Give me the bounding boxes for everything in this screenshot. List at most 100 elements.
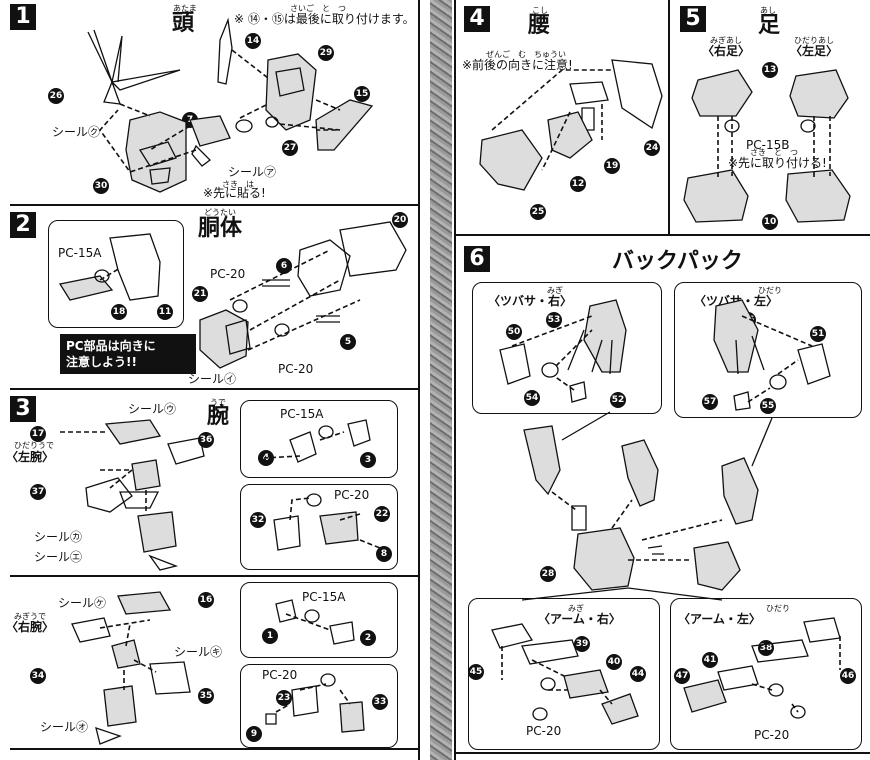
sticker-o-label: シール㋔ — [40, 720, 89, 734]
part-40: 40 — [606, 654, 622, 670]
part-12: 12 — [570, 176, 586, 192]
left-page-border — [418, 0, 420, 760]
pc20-label-bottom: PC-20 — [262, 668, 298, 682]
left-page: 1 あたま 頭 さいご と つ ※ ⑭・⑮は最後に取り付けます。 シール㋗ シー… — [0, 0, 430, 760]
left-arm-pc20-inset — [240, 484, 398, 570]
step6-number: 6 — [464, 246, 490, 272]
right-bottom-line — [454, 752, 870, 754]
part-3: 3 — [360, 452, 376, 468]
part-41: 41 — [702, 652, 718, 668]
pc15b-label: PC-15B — [746, 138, 790, 152]
arm-left-label: 〈アーム・左〉 — [678, 612, 761, 626]
part-24: 24 — [644, 140, 660, 156]
part-47: 47 — [674, 668, 690, 684]
right-page: 4 こし 腰 ぜんご む ちゅうい ※前後の向きに注意! 24 19 12 25… — [452, 0, 870, 760]
pc20-label-arm-right: PC-20 — [526, 724, 562, 738]
part-35: 35 — [198, 688, 214, 704]
right-foot-ruby: みぎあし — [710, 36, 742, 45]
sticker-ke-label: シール㋘ — [58, 596, 107, 610]
left-foot-ruby: ひだりあし — [794, 36, 834, 45]
part-34: 34 — [30, 668, 46, 684]
attach-first-ruby: さき と つ — [750, 148, 798, 157]
part-57: 57 — [702, 394, 718, 410]
sticker-i-label: シール㋑ — [188, 372, 237, 386]
step3-number: 3 — [10, 396, 36, 422]
part-28: 28 — [540, 566, 556, 582]
pc20-label-b: PC-20 — [278, 362, 314, 376]
part-46: 46 — [840, 668, 856, 684]
part-27: 27 — [282, 140, 298, 156]
part-11: 11 — [157, 304, 173, 320]
part-21: 21 — [192, 286, 208, 302]
step5-divider — [454, 234, 870, 236]
step2-title-ruby: どうたい — [204, 208, 236, 217]
part-33: 33 — [372, 694, 388, 710]
part-26: 26 — [48, 88, 64, 104]
part-2: 2 — [360, 630, 376, 646]
sticker-ka-label: シール㋕ — [34, 530, 83, 544]
part-39: 39 — [574, 636, 590, 652]
part-1: 1 — [262, 628, 278, 644]
part-13: 13 — [762, 62, 778, 78]
left-arm-label: 〈左腕〉 — [6, 450, 55, 464]
part-6: 6 — [276, 258, 292, 274]
part-8: 8 — [376, 546, 392, 562]
right-arm-ruby: みぎうで — [14, 612, 46, 621]
step4-title: 腰 — [528, 13, 551, 38]
part-53: 53 — [546, 312, 562, 328]
pc-warning-line2: 注意しよう!! — [66, 355, 137, 369]
part-16: 16 — [198, 592, 214, 608]
part-14: 14 — [245, 33, 261, 49]
sticker-ku-label: シール㋗ — [52, 125, 101, 139]
pc15a-label-bottom: PC-15A — [302, 590, 346, 604]
pc20-label-top: PC-20 — [334, 488, 370, 502]
right-page-border — [454, 0, 456, 760]
part-52: 52 — [610, 392, 626, 408]
paste-first-note: ※先に貼る! — [203, 186, 266, 200]
step3-title: 腕 — [207, 404, 230, 429]
step5-title-ruby: あし — [760, 6, 776, 15]
part-51: 51 — [810, 326, 826, 342]
pc20-label-a: PC-20 — [210, 267, 246, 281]
step5-number: 5 — [680, 6, 706, 32]
part-18: 18 — [111, 304, 127, 320]
attach-first-note: ※先に取り付ける! — [728, 156, 827, 170]
sticker-e-label: シール㋓ — [34, 550, 83, 564]
part-25: 25 — [530, 204, 546, 220]
left-bottom-line — [10, 748, 418, 750]
right-arm-pc15a-inset — [240, 582, 398, 658]
part-15: 15 — [354, 86, 370, 102]
paste-first-ruby: さき は — [222, 180, 254, 189]
step1-note-ruby: さいご と つ — [290, 4, 346, 13]
step3-title-ruby: うで — [210, 398, 226, 407]
step1-divider — [10, 204, 418, 206]
step5-title: 足 — [758, 13, 781, 38]
step2-divider — [10, 388, 418, 390]
part-9: 9 — [246, 726, 262, 742]
step2-number: 2 — [10, 212, 36, 238]
page-gutter — [430, 0, 452, 760]
step4-note-ruby: ぜんご む ちゅうい — [486, 50, 566, 59]
wing-right-ruby: みぎ — [547, 286, 563, 295]
right-arm-label: 〈右腕〉 — [6, 620, 55, 634]
step6-title: バックパック — [612, 249, 743, 274]
part-50: 50 — [506, 324, 522, 340]
right-foot-label: 〈右足〉 — [702, 44, 751, 58]
part-29: 29 — [318, 45, 334, 61]
sticker-ki-label: シール㋖ — [174, 645, 223, 659]
part-23: 23 — [276, 690, 292, 706]
part-22: 22 — [374, 506, 390, 522]
arm-left-box — [670, 598, 862, 750]
step1-note: ※ ⑭・⑮は最後に取り付けます。 — [234, 12, 415, 26]
pc-warning-line1: PC部品は向きに — [66, 339, 156, 353]
wing-left-ruby: ひだり — [758, 286, 782, 295]
part-44: 44 — [630, 666, 646, 682]
part-36: 36 — [198, 432, 214, 448]
part-20: 20 — [392, 212, 408, 228]
left-foot-label: 〈左足〉 — [790, 44, 839, 58]
part-32: 32 — [250, 512, 266, 528]
pc-warning-box: PC部品は向きに 注意しよう!! — [60, 334, 196, 374]
step4-5-divider — [668, 0, 670, 234]
part-55: 55 — [760, 398, 776, 414]
step5-feet-illustration — [683, 69, 851, 223]
